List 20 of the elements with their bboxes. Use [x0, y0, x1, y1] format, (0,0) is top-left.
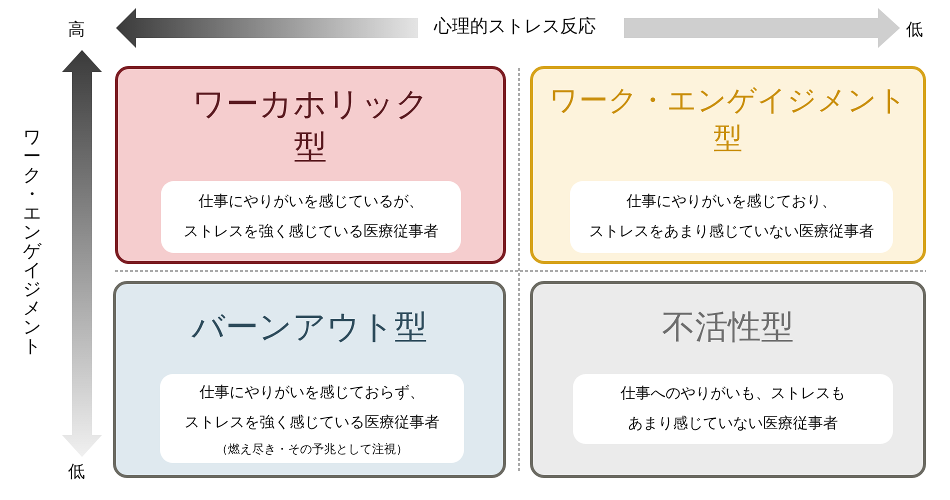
description-box — [161, 181, 461, 253]
description-text: 仕事へのやりがいも、ストレスもあまり感じていない医療従事者 — [620, 384, 846, 434]
description-text: 仕事にやりがいを感じているが、ストレスを強く感じている医療従事者 — [182, 192, 440, 242]
axis-label: 低 — [906, 20, 923, 40]
description-box — [160, 374, 464, 463]
quadrant-title: 不活性型 — [661, 307, 795, 347]
quadrant-title: バーンアウト型 — [190, 307, 428, 347]
quadrant-box — [530, 66, 926, 264]
quadrant-box — [113, 281, 506, 478]
description-text: 仕事にやりがいを感じており、ストレスをあまり感じていない医療従事者 — [588, 192, 875, 242]
quadrant-box — [115, 66, 506, 264]
description-box — [570, 181, 893, 253]
note-text: （燃え尽き・その予兆として注視） — [216, 440, 408, 458]
quadrant-box — [530, 281, 926, 478]
quadrant-title: ワーカホリック型 — [192, 84, 430, 167]
axis-label: 低 — [68, 462, 85, 482]
axis-title: ワーク・エンゲイジメント — [22, 128, 42, 356]
description-text: 仕事にやりがいを感じておらず、ストレスを強く感じている医療従事者 — [184, 382, 440, 432]
quadrant-title: ワーク・エンゲイジメント型 — [548, 84, 908, 157]
axis-label: 高 — [68, 20, 85, 40]
